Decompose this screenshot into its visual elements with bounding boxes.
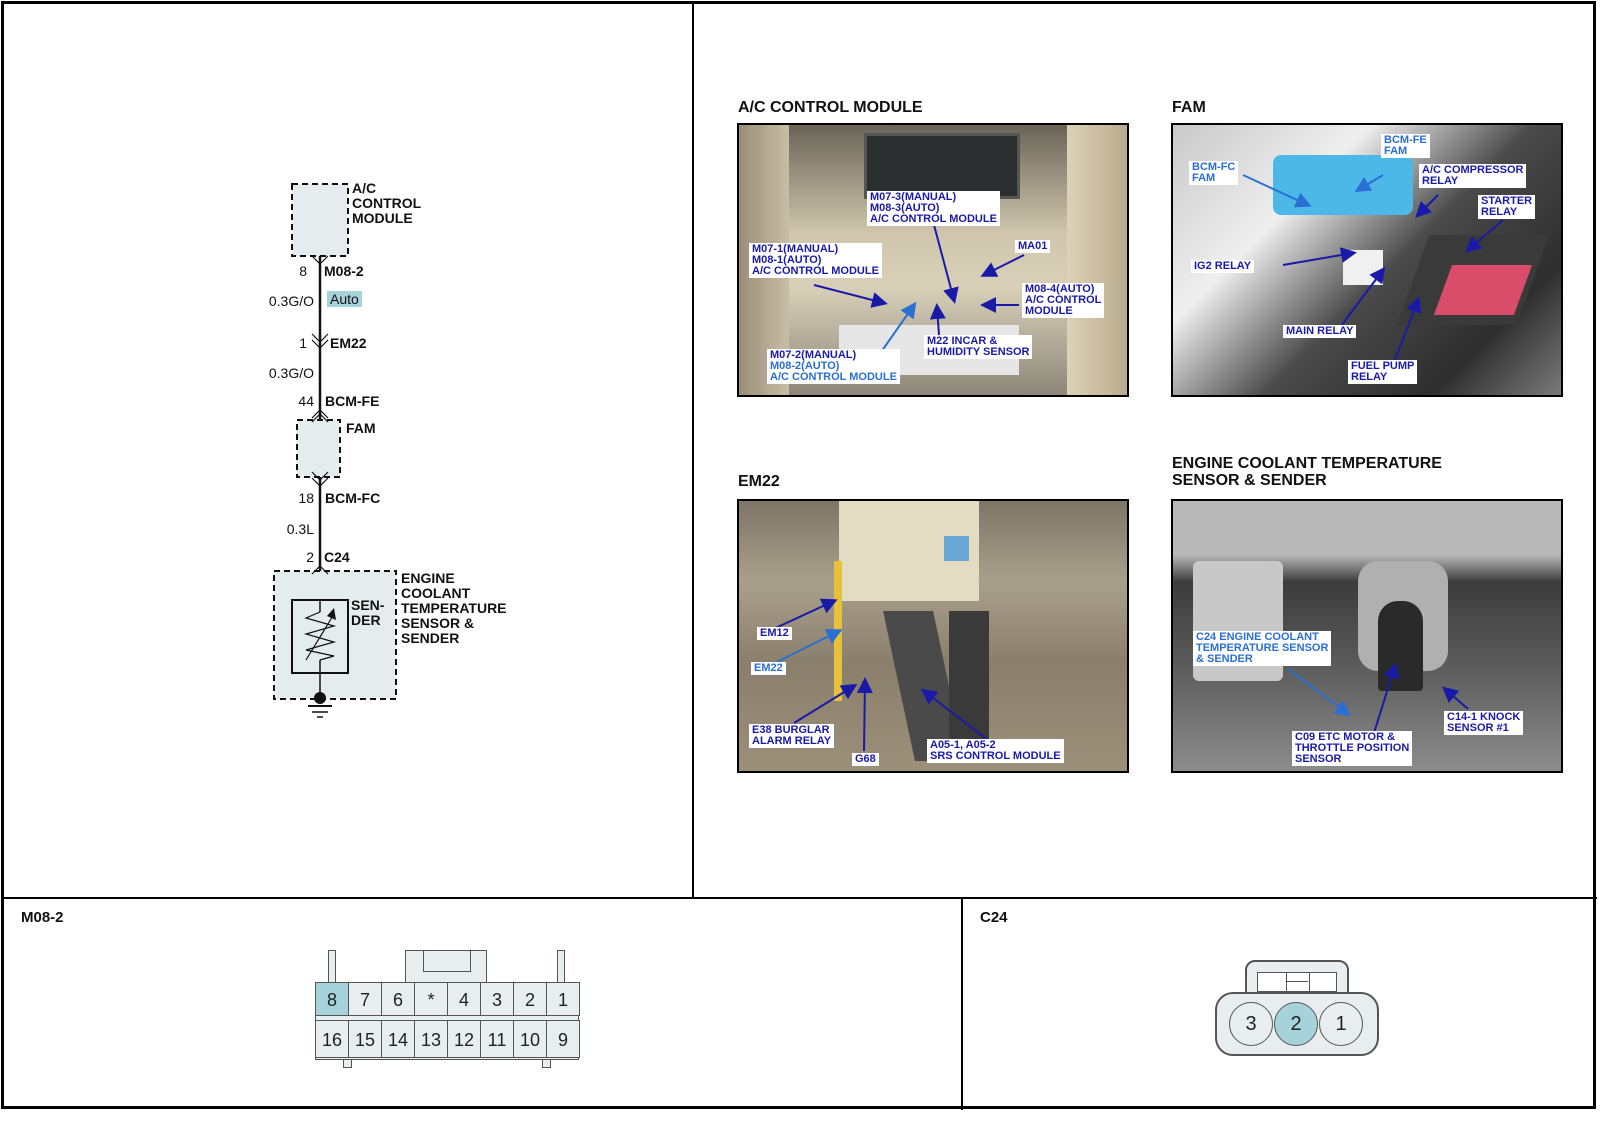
connector-pin-6: 6 <box>381 982 415 1016</box>
ground-point-icon <box>314 692 326 704</box>
latch-icon <box>405 950 487 983</box>
connector-pin-2: 2 <box>1274 1002 1318 1046</box>
pin-bcm-fe: 44 <box>298 393 314 409</box>
connector-pin-13: 13 <box>414 1020 448 1058</box>
connector-name-bcm-fe: BCM-FE <box>325 393 380 409</box>
pin-c24: 2 <box>306 549 314 565</box>
fam-box <box>296 419 341 478</box>
connector-pin-12: 12 <box>447 1020 481 1058</box>
connector-pin-8: 8 <box>315 982 349 1016</box>
connector-mark-m08-2 <box>311 255 329 265</box>
wire-spec-2: 0.3G/O <box>268 365 314 381</box>
photo-title-coolant-sensor: ENGINE COOLANT TEMPERATURE SENSOR & SEND… <box>1172 455 1442 489</box>
sender-label: SEN- DER <box>351 597 385 628</box>
callout-m22: M22 INCAR &HUMIDITY SENSOR <box>924 335 1033 359</box>
connector-pin-*: * <box>414 982 448 1016</box>
page-frame <box>1 1 1596 1109</box>
photo-title-em22: EM22 <box>738 473 780 490</box>
ac-module-label: A/C CONTROL MODULE <box>352 180 422 226</box>
schematic-panel: A/C CONTROL MODULE FAM ENGINE COOLANT TE… <box>0 0 692 897</box>
connector-mark-bcm-fe <box>311 409 329 419</box>
callout-main-relay: MAIN RELAY <box>1283 325 1357 338</box>
connector-pin-3: 3 <box>1229 1002 1273 1046</box>
callout-ma01: MA01 <box>1015 240 1051 253</box>
callout-em22: EM22 <box>751 662 786 675</box>
connector-mark-em22-b <box>311 339 329 349</box>
divider-horizontal <box>1 897 1597 899</box>
callout-m07-1: M07-1(MANUAL)M08-1(AUTO)A/C CONTROL MODU… <box>749 243 882 278</box>
schematic-drawing <box>273 183 397 718</box>
connector-name-m08-2: M08-2 <box>324 263 364 279</box>
divider-vertical-bottom <box>961 898 963 1110</box>
connector-pin-4: 4 <box>447 982 481 1016</box>
sensor-box <box>273 570 397 700</box>
connector-name-bcm-fc: BCM-FC <box>325 490 381 506</box>
sensor-label: ENGINE COOLANT TEMPERATURE SENSOR & SEND… <box>401 570 507 646</box>
divider-vertical-top <box>692 1 694 899</box>
connector-pin-7: 7 <box>348 982 382 1016</box>
connector-pin-1: 1 <box>1319 1002 1363 1046</box>
connector-pin-9: 9 <box>546 1020 580 1058</box>
connector-pin-15: 15 <box>348 1020 382 1058</box>
connector-title-c24: C24 <box>980 909 1008 926</box>
photo-ac-control-module: M07-3(MANUAL)M08-3(AUTO)A/C CONTROL MODU… <box>737 123 1129 397</box>
auto-badge: Auto <box>327 291 362 307</box>
connector-mark-bcm-fc <box>311 471 329 481</box>
connector-name-em22: EM22 <box>330 335 367 351</box>
connector-mark-c24 <box>311 565 329 575</box>
connector-pin-11: 11 <box>480 1020 514 1058</box>
ac-control-module-box <box>291 183 349 257</box>
connector-pin-10: 10 <box>513 1020 547 1058</box>
callout-ig2-relay: IG2 RELAY <box>1191 260 1255 273</box>
variable-arrow-icon <box>305 613 335 661</box>
callout-m07-2: M07-2(MANUAL)M08-2(AUTO)A/C CONTROL MODU… <box>767 349 900 384</box>
wire-spec-1: 0.3G/O <box>268 293 314 309</box>
pin-em22: 1 <box>299 335 307 351</box>
connector-name-c24: C24 <box>324 549 350 565</box>
fam-label: FAM <box>346 420 376 436</box>
connector-title-m08-2: M08-2 <box>21 909 64 926</box>
latch-icon <box>1257 972 1337 992</box>
photo-title-fam: FAM <box>1172 99 1206 116</box>
connector-pin-14: 14 <box>381 1020 415 1058</box>
callout-g68: G68 <box>852 753 879 766</box>
wire-spec-3: 0.3L <box>286 521 314 537</box>
connector-pin-2: 2 <box>513 982 547 1016</box>
photo-title-ac-control-module: A/C CONTROL MODULE <box>738 99 923 116</box>
connector-mark-em22-a <box>311 333 329 343</box>
callout-m07-3: M07-3(MANUAL)M08-3(AUTO)A/C CONTROL MODU… <box>867 191 1000 226</box>
connector-pin-1: 1 <box>546 982 580 1016</box>
pin-bcm-fc: 18 <box>298 490 314 506</box>
connector-pin-3: 3 <box>480 982 514 1016</box>
callout-em12: EM12 <box>757 627 792 640</box>
callout-arrows <box>813 224 1025 356</box>
pin-m08-2: 8 <box>299 263 307 279</box>
connector-pin-16: 16 <box>315 1020 349 1058</box>
